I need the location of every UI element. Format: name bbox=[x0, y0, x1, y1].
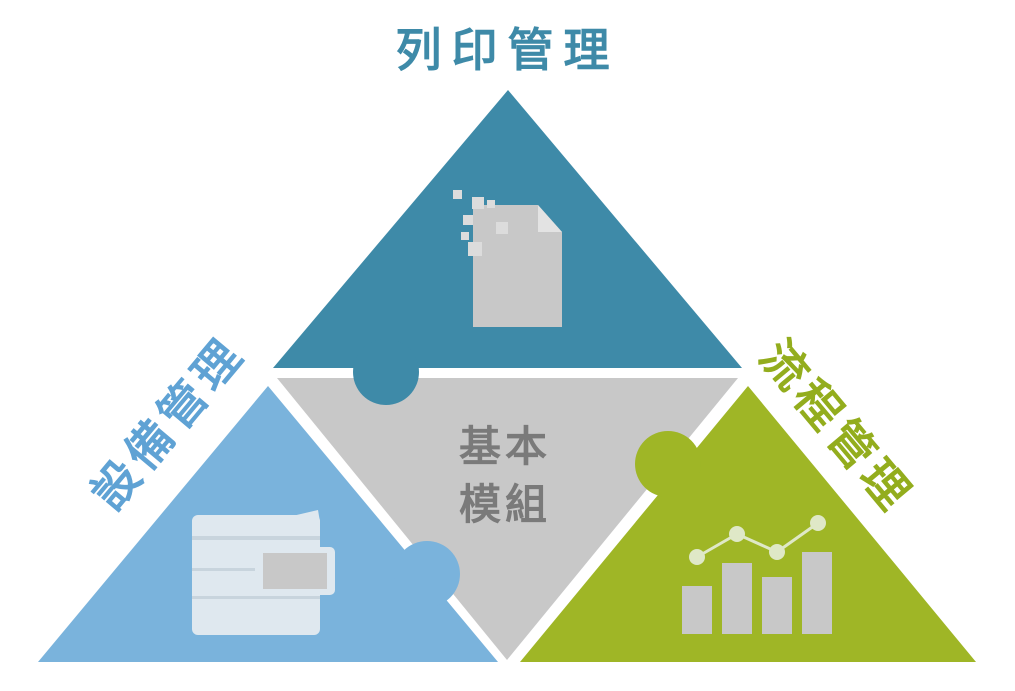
center-triangle bbox=[277, 378, 738, 660]
bar-line-chart-icon bbox=[682, 515, 832, 634]
left-puzzle-knob bbox=[394, 541, 460, 607]
copier-icon bbox=[192, 510, 335, 635]
right-triangle bbox=[520, 386, 976, 662]
basic-module-line1: 基本 bbox=[458, 422, 551, 471]
print-management-title: 列印管理 bbox=[395, 23, 620, 77]
document-icon bbox=[453, 190, 562, 327]
basic-module-label: 基本 模組 bbox=[440, 418, 570, 534]
basic-module-line2: 模組 bbox=[458, 480, 551, 529]
right-puzzle-knob bbox=[635, 431, 701, 497]
top-puzzle-knob bbox=[353, 339, 419, 405]
